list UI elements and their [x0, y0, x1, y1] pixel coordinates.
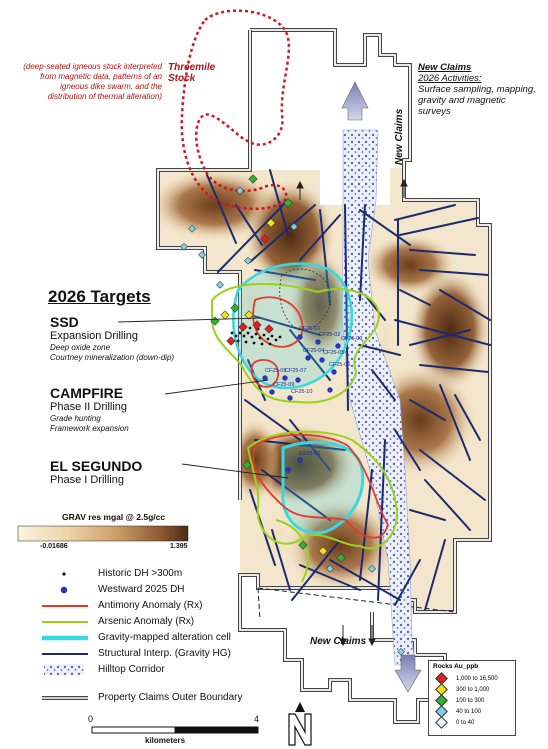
scale-bar — [91, 726, 259, 734]
direction-arrows — [341, 81, 422, 693]
target-ssd-phase: Expansion Drilling — [50, 330, 139, 342]
drill-hole-label: ES25-01 — [299, 451, 320, 457]
scale-end: 4 — [254, 714, 260, 724]
legend-antimony: Antimony Anomaly (Rx) — [98, 600, 203, 611]
target-el-segundo-phase: Phase I Drilling — [50, 474, 124, 486]
arsenic-anomalies — [211, 282, 398, 583]
stock-name: Threemile Stock — [168, 62, 216, 84]
target-ssd-note-1: Deep oxide zone — [50, 343, 111, 352]
antimony-anomalies — [250, 296, 389, 539]
new-claims-south-label: New Claims — [310, 636, 367, 647]
westward-drill-holes — [262, 334, 341, 473]
rocks-class-2: 300 to 1,000 — [429, 683, 515, 696]
target-el-segundo-name: EL SEGUNDO — [50, 458, 143, 474]
rock-samples — [180, 174, 405, 656]
gravity-alteration-cells — [232, 262, 365, 535]
activities-title: New Claims — [418, 62, 472, 73]
north-arrow-icon — [288, 702, 312, 746]
rocks-class-3: 100 to 300 — [429, 694, 515, 707]
gravity-scale-max: 1.395 — [170, 543, 188, 550]
drill-hole-label: CF25-06 — [329, 362, 350, 368]
rocks-class-1: 1,000 to 16,500 — [429, 672, 515, 685]
rocks-class-5: 0 to 40 — [429, 716, 515, 729]
threemile-stock-outline — [180, 9, 291, 210]
historic-drill-holes — [230, 326, 282, 346]
target-campfire-name: CAMPFIRE — [50, 385, 124, 401]
new-claims-north-label: New Claims — [394, 108, 405, 165]
activities-body: Surface sampling, mapping, gravity and m… — [418, 84, 536, 117]
rock-class-5-icon — [435, 716, 448, 729]
drill-hole-label: CF25-08 — [265, 368, 286, 374]
drill-hole-label: CF25-03 — [341, 336, 362, 342]
legend-westward-dh: Westward 2025 DH — [98, 584, 185, 595]
drill-hole-label: CF25-07 — [285, 368, 306, 374]
target-ssd: SSD Expansion Drilling Deep oxide zone C… — [50, 314, 230, 363]
legend-hilltop: Hilltop Corridor — [98, 664, 165, 675]
legend-claims-boundary: Property Claims Outer Boundary — [98, 692, 243, 703]
legend-gravity-cell: Gravity-mapped alteration cell — [98, 632, 231, 643]
gravity-scale-min: -0.01686 — [40, 543, 68, 550]
callout-lines — [117, 317, 289, 479]
rocks-legend: Rocks Au_ppb 1,000 to 16,500 300 to 1,00… — [428, 660, 516, 736]
activities-subtitle: 2026 Activities: — [418, 73, 482, 84]
target-el-segundo: EL SEGUNDO Phase I Drilling — [50, 458, 230, 487]
drill-hole-label: CF25-04 — [303, 348, 324, 354]
scale-start: 0 — [88, 714, 94, 724]
scale-unit: kilometers — [145, 736, 186, 745]
drill-hole-labels: CF25-01CF25-02CF25-03CF25-04CF25-05CF25-… — [265, 326, 362, 457]
target-campfire-phase: Phase II Drilling — [50, 401, 128, 413]
drill-hole-label: CF25-01 — [299, 326, 320, 332]
activities-note: New Claims 2026 Activities: Surface samp… — [418, 62, 538, 117]
legend-historic-dh: Historic DH >300m — [98, 568, 183, 579]
target-ssd-note-2: Courtney mineralization (down-dip) — [50, 353, 175, 362]
stock-description: (deep-seated igneous stock interpreted f… — [23, 62, 162, 101]
rocks-class-4: 40 to 100 — [429, 705, 515, 718]
structural-lines — [206, 169, 491, 611]
small-arrows — [296, 178, 408, 647]
rocks-legend-title: Rocks Au_ppb — [433, 663, 479, 670]
target-ssd-name: SSD — [50, 314, 79, 330]
drill-hole-label: CF25-05 — [323, 350, 344, 356]
legend-symbols — [17, 525, 189, 700]
target-campfire-note-2: Framework expansion — [50, 424, 129, 433]
targets-title: 2026 Targets — [48, 287, 151, 306]
gravity-scale-title: GRAV res mgal @ 2.5g/cc — [62, 512, 166, 522]
legend-arsenic: Arsenic Anomaly (Rx) — [98, 616, 195, 627]
drill-hole-label: CF25-02 — [319, 332, 340, 338]
target-campfire-note-1: Grade hunting — [50, 414, 101, 423]
drill-hole-label: CF25-09 — [273, 382, 294, 388]
drill-hole-label: CF25-10 — [291, 389, 312, 395]
legend-structural: Structural Interp. (Gravity HG) — [98, 648, 231, 659]
target-campfire: CAMPFIRE Phase II Drilling Grade hunting… — [50, 385, 230, 434]
